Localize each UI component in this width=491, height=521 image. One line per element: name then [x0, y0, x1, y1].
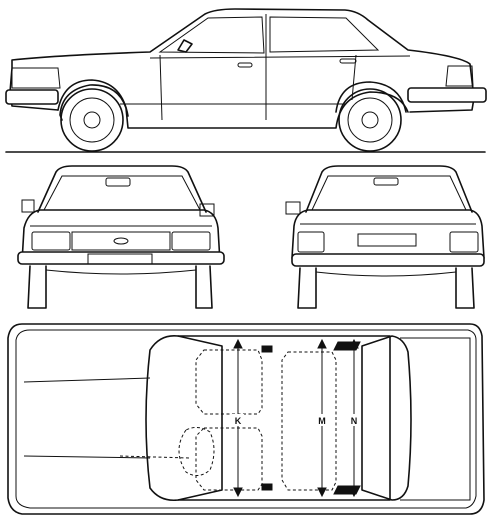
rear-view-mirror	[105, 177, 131, 187]
dim-n-label: N	[351, 416, 358, 426]
dimension-m: M	[315, 338, 329, 498]
steering-wheel	[178, 426, 215, 476]
centre-line	[119, 455, 191, 459]
front-wheel	[60, 88, 124, 152]
door-seam	[159, 54, 163, 121]
dim-n-label-bg	[348, 414, 360, 426]
rear-left-mirror	[285, 201, 301, 215]
dim-m-label: M	[318, 416, 326, 426]
front-windscreen	[43, 175, 201, 211]
side-window-frame	[149, 13, 380, 54]
rear-view-bumper	[291, 253, 485, 267]
rear-window	[311, 175, 467, 211]
side-body-outline	[9, 8, 475, 129]
rear-underbody	[315, 271, 457, 277]
front-grille	[71, 231, 171, 251]
belt-line	[120, 55, 411, 105]
dim-k-label: K	[235, 416, 242, 426]
dim-k-label-bg	[232, 414, 244, 426]
front-view	[17, 165, 225, 309]
top-view: K M N	[7, 323, 485, 515]
rear-body-outline	[291, 209, 485, 259]
rear-door-handle	[339, 58, 357, 64]
rear-brake-light	[373, 177, 399, 186]
front-right-mirror	[199, 203, 215, 217]
right-headlight	[171, 231, 211, 251]
dim-k-arrow-top	[233, 338, 243, 349]
dim-k-arrow-bottom	[233, 487, 243, 498]
front-seat-right	[195, 427, 263, 491]
top-roof	[177, 335, 391, 501]
top-body-outline	[7, 323, 485, 515]
front-body-outline	[21, 209, 221, 263]
side-mirror	[177, 39, 193, 53]
rear-view	[285, 165, 485, 309]
a-pillar-mark-top	[261, 345, 273, 353]
rear-wheel	[338, 88, 402, 152]
front-license-plate	[87, 253, 153, 265]
front-bumper	[5, 89, 59, 105]
front-left-mirror	[21, 199, 35, 213]
front-right-tyre	[195, 265, 213, 309]
a-pillar-mark-bottom	[261, 483, 273, 491]
front-roof-outline	[37, 165, 207, 213]
rear-license-plate	[357, 233, 417, 247]
rear-light	[445, 65, 474, 87]
rear-bumper	[407, 87, 487, 103]
side-view	[5, 8, 487, 153]
front-seat-left	[195, 349, 263, 415]
rear-wheel-arch	[335, 81, 407, 113]
front-grille	[11, 67, 61, 89]
front-door-handle	[237, 62, 253, 68]
right-tail-light	[449, 231, 479, 253]
dimension-k: K	[232, 338, 244, 498]
left-tail-light	[297, 231, 325, 253]
front-underbody	[45, 269, 197, 275]
dim-m-arrow-top	[317, 338, 327, 349]
top-trunk	[400, 337, 471, 501]
dim-m-label-bg	[315, 414, 329, 426]
hood-creases	[23, 377, 151, 459]
pillar-hatch-top	[333, 341, 361, 351]
front-wheel-arch	[57, 79, 129, 117]
rear-wheel-hub	[361, 111, 379, 129]
rear-roof-outline	[305, 165, 473, 213]
top-rear-window	[361, 335, 412, 501]
front-left-tyre	[27, 265, 47, 309]
front-wheel-hub	[83, 111, 101, 129]
dim-m-arrow-bottom	[317, 487, 327, 498]
rear-wheel-rim	[347, 97, 393, 143]
dimension-n: N	[348, 338, 360, 498]
rear-left-tyre	[297, 267, 317, 309]
front-wheel-rim	[69, 97, 115, 143]
left-headlight	[31, 231, 71, 251]
top-body-inner	[15, 329, 477, 509]
rear-bench	[281, 351, 337, 491]
rear-right-tyre	[455, 267, 475, 309]
front-badge	[113, 237, 129, 245]
pillar-hatch-bottom	[333, 485, 361, 495]
top-windscreen	[145, 334, 223, 502]
